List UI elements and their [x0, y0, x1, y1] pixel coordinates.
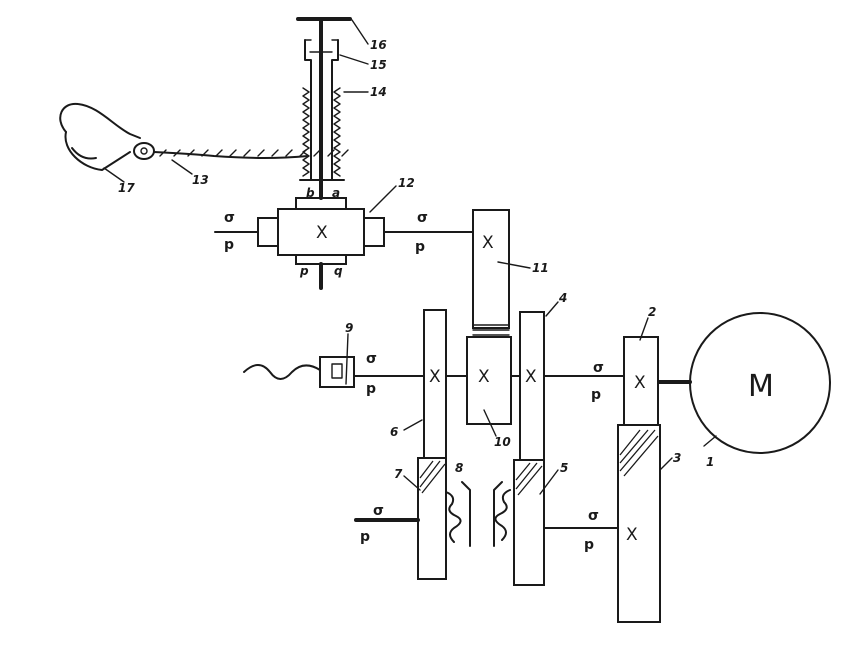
lower-shaft-p: p [584, 537, 594, 553]
element-9-lead [243, 364, 321, 380]
number-10: 10 [494, 435, 511, 449]
gear-10-mark: X [478, 367, 490, 387]
element-12: X [257, 197, 385, 265]
svg-text:X: X [316, 223, 328, 243]
hook-17 [59, 102, 155, 171]
number-1: 1 [706, 455, 714, 469]
number-4: 4 [558, 291, 567, 305]
gear-10 [466, 336, 512, 425]
element-15-sleeve [304, 39, 339, 181]
bottom-side-right: q [334, 264, 343, 278]
gear-11-teeth [472, 324, 510, 336]
bottom-side-left: p [299, 264, 309, 278]
number-5: 5 [560, 461, 568, 475]
gear-4-mark: X [525, 367, 537, 387]
number-3: 3 [673, 451, 681, 465]
number-16: 16 [370, 38, 387, 52]
rope-13 [153, 151, 309, 159]
element-9-box [319, 356, 355, 388]
shaft-9-sigma: σ [366, 351, 377, 367]
nut-side-right: a [332, 186, 340, 200]
gear-5 [513, 459, 545, 586]
gear-11-mark: X [482, 233, 494, 253]
gear-5-hatch [515, 462, 543, 496]
element-14-spring [299, 87, 345, 181]
number-15: 15 [370, 58, 387, 72]
number-17: 17 [118, 181, 135, 195]
clutch-8 [445, 481, 511, 547]
lower-shaft-sigma: σ [588, 508, 599, 524]
leader-lines [103, 19, 717, 495]
number-14: 14 [370, 85, 387, 99]
upper-shaft-right-p: p [415, 239, 425, 255]
motor-label: M [748, 369, 774, 404]
upper-shaft-left-p: p [224, 237, 234, 253]
shaft-9-p: p [366, 381, 376, 397]
number-7: 7 [394, 467, 403, 481]
gear-7-hatch [419, 460, 446, 494]
rope-13-twist [159, 149, 349, 157]
number-11: 11 [532, 261, 549, 275]
number-8: 8 [455, 461, 463, 475]
upper-shaft-right-sigma: σ [417, 210, 428, 226]
number-9: 9 [345, 321, 353, 335]
main-shaft-sigma: σ [593, 360, 604, 376]
main-shaft-p: p [591, 387, 601, 403]
gear-3 [617, 424, 661, 623]
gear-3-hatch [619, 429, 659, 477]
left-lower-p: p [360, 529, 370, 545]
left-lower-sigma: σ [373, 503, 384, 519]
reference-numbers: 16 15 14 12 17 13 11 9 4 2 6 10 3 1 8 7 … [118, 38, 714, 481]
number-2: 2 [648, 305, 656, 319]
upper-shaft-left-sigma: σ [224, 210, 235, 226]
gear-6-mark: X [429, 367, 441, 387]
number-6: 6 [390, 425, 398, 439]
element-9-inner [331, 363, 343, 379]
number-13: 13 [192, 173, 209, 187]
number-12: 12 [398, 176, 415, 190]
gear-3-mark: X [626, 525, 638, 545]
gear-2-mark: X [634, 373, 646, 393]
gear-4 [519, 311, 545, 461]
nut-side-left: b [306, 186, 315, 200]
gear-7 [417, 457, 447, 580]
gear-2 [623, 336, 659, 426]
gear-11 [472, 209, 510, 329]
